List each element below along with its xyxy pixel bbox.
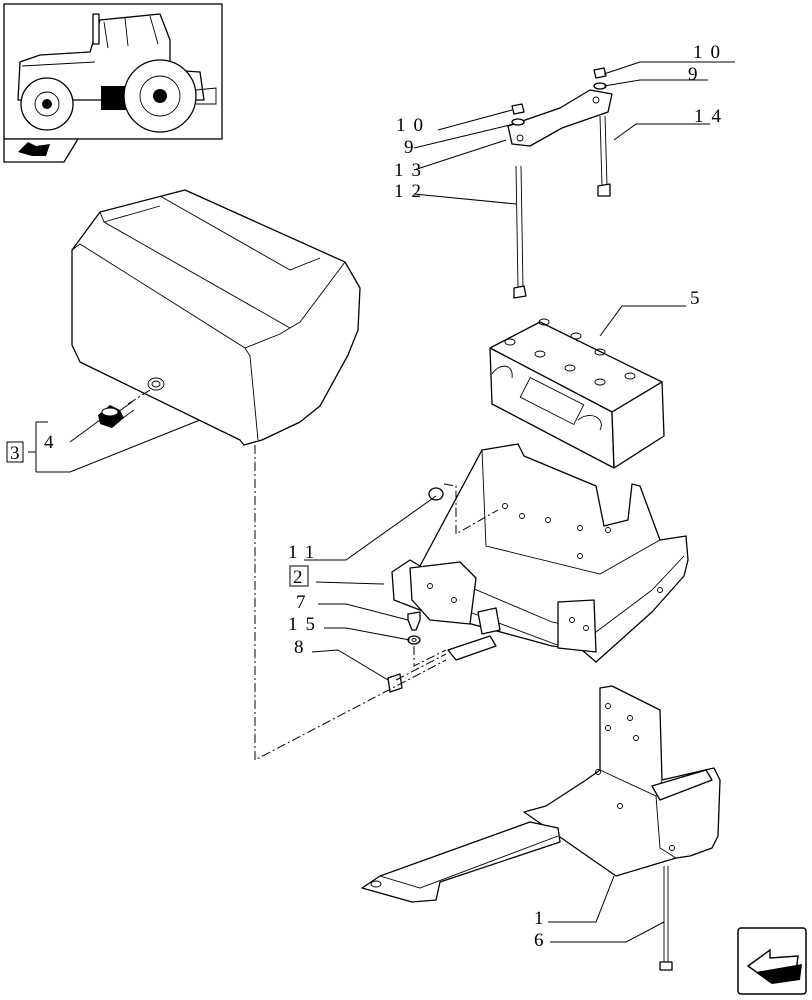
bolt-part-6 [659,866,673,971]
plug-part-11 [428,487,444,501]
callout-3-box [6,441,24,463]
battery-cover [71,189,361,446]
callout-11: 11 [288,542,322,563]
callout-10-left: 10 [396,115,431,136]
clamp-bar-part-13 [507,89,613,147]
battery-part-5 [489,318,665,469]
leader-lines [28,61,735,943]
callout-12: 12 [394,181,429,202]
callout-9-top: 9 [688,64,706,85]
callout-1: 1 [534,908,552,929]
nut-part-10-left [511,103,525,115]
callout-3: 3 [10,443,28,464]
callout-8: 8 [294,637,312,658]
tractor-thumbnail-icon[interactable] [3,3,223,140]
callout-5: 5 [690,288,708,309]
callout-6: 6 [534,930,552,951]
knob-part-4 [98,401,135,428]
rod-part-14 [597,115,611,197]
callout-10-top: 10 [693,42,728,63]
callout-2-box [289,565,309,587]
washer-part-9-left [511,118,525,126]
callout-labels: 10 9 10 9 14 13 12 5 4 3 11 2 7 15 8 1 6 [6,42,729,951]
callout-9-left: 9 [404,137,422,158]
callout-2: 2 [293,567,311,588]
nut-part-10-top [593,67,607,79]
callout-13: 13 [394,160,429,181]
next-page-arrow-icon[interactable] [737,927,807,995]
rod-part-12 [513,165,527,299]
callout-4: 4 [44,432,62,453]
bolt-part-7 [407,611,421,631]
previous-page-icon[interactable] [3,138,80,163]
battery-tray-part-2 [391,443,689,663]
callout-7: 7 [296,592,314,613]
callout-15: 15 [288,614,323,635]
callout-14: 14 [694,106,729,127]
support-bracket-part-1 [361,685,721,903]
